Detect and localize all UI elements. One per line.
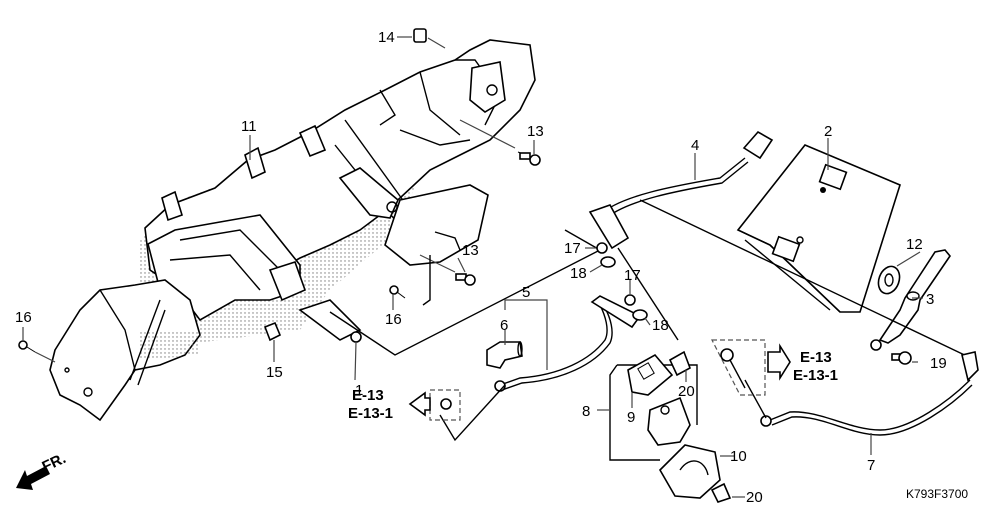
rear-fender-part[interactable] [49,39,536,422]
ground-cable-part-7[interactable] [760,351,979,436]
callout-13-upper[interactable]: 13 [527,123,544,140]
ref-right-line2[interactable]: E-13-1 [793,367,838,384]
callout-7[interactable]: 7 [867,457,875,474]
leader-7-bolt [744,379,767,419]
callout-13-lower[interactable]: 13 [462,242,479,259]
bracket-8 [609,364,660,461]
callout-5[interactable]: 5 [522,284,530,301]
terminal-cover-part-6[interactable] [486,341,523,369]
nut-part-17-lower[interactable] [624,294,636,306]
callout-3[interactable]: 3 [926,291,934,308]
label-leaders [22,36,923,498]
grommet-part-1[interactable] [350,331,362,343]
callout-2[interactable]: 2 [824,123,832,140]
callout-17-upper[interactable]: 17 [564,240,581,257]
fuse-clip-part-20-lower[interactable] [710,482,732,503]
battery-band-part-3[interactable] [870,249,952,351]
clip-part-15[interactable] [263,321,282,342]
ref-box-right [711,339,791,396]
leader-13-16 [422,255,431,306]
callout-17-lower[interactable]: 17 [624,267,641,284]
ref-left-line1[interactable]: E-13 [352,387,384,404]
leader-frame-13-16 [329,229,602,356]
ref-box-left [408,389,461,421]
nut-part-14[interactable] [413,28,446,49]
diagram-code: K793F3700 [906,487,968,501]
callout-1[interactable]: 1 [355,382,363,399]
front-direction-arrow-icon [16,466,50,490]
callout-12[interactable]: 12 [906,236,923,253]
washer-part-18-lower[interactable] [632,309,648,321]
clip-part-16-left[interactable] [18,340,56,363]
callout-8[interactable]: 8 [582,403,590,420]
ref-right-line1[interactable]: E-13 [800,349,832,366]
callout-19[interactable]: 19 [930,355,947,372]
callout-18-lower[interactable]: 18 [652,317,669,334]
leader-4-8 [617,247,679,341]
bolt-part-13-lower[interactable] [419,254,476,286]
callout-14[interactable]: 14 [378,29,395,46]
battery-part[interactable] [736,144,901,313]
callout-20-upper[interactable]: 20 [678,383,695,400]
leader-5-ref [439,384,506,442]
callout-16-left[interactable]: 16 [15,309,32,326]
callout-4[interactable]: 4 [691,137,699,154]
washer-part-18-upper[interactable] [600,256,616,268]
bolt-part-19[interactable] [891,351,912,365]
callout-10[interactable]: 10 [730,448,747,465]
callout-11[interactable]: 11 [241,118,257,135]
callout-6[interactable]: 6 [500,317,508,334]
callout-18-upper[interactable]: 18 [570,265,587,282]
battery-cable-part-4[interactable] [588,130,774,250]
starter-cable-part-5[interactable] [494,295,642,392]
leader-4-7 [639,199,976,361]
front-direction-label: FR. [40,450,69,476]
ref-left-line2[interactable]: E-13-1 [348,405,393,422]
bolt-part-13-upper[interactable] [459,119,541,166]
fuse-clip-part-20-upper[interactable] [668,350,691,377]
relay-cover-part-10[interactable] [659,444,721,499]
cushion-part-12[interactable] [875,263,903,296]
callout-20-lower[interactable]: 20 [746,489,763,506]
starter-relay-body[interactable] [647,396,691,446]
nut-part-17-upper[interactable] [596,242,608,254]
callout-16-right[interactable]: 16 [385,311,402,328]
callout-9[interactable]: 9 [627,409,635,426]
callout-15[interactable]: 15 [266,364,283,381]
relay-connector-part-9[interactable] [627,353,674,396]
clip-part-16-right[interactable] [389,285,406,299]
